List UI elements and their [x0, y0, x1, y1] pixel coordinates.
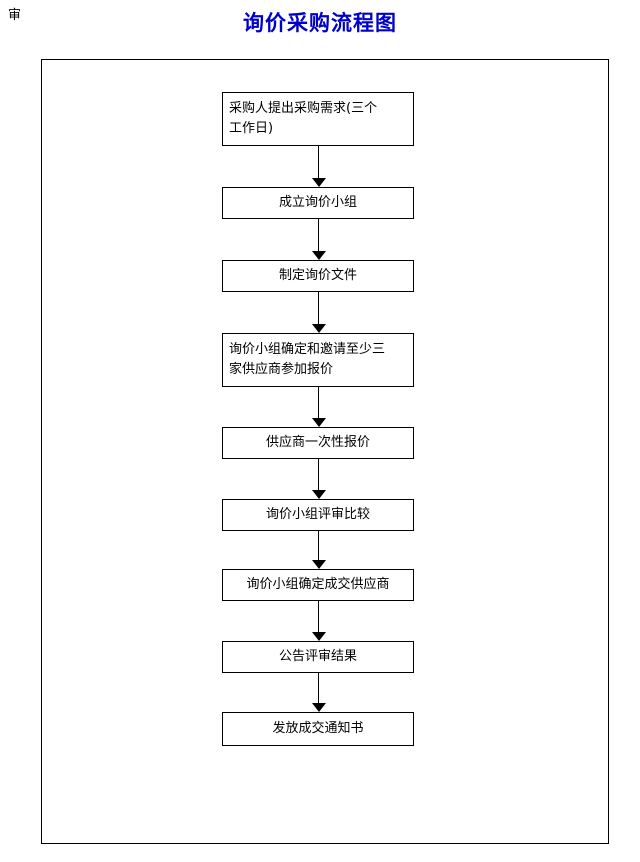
flowchart-arrowhead-icon — [312, 703, 326, 712]
flowchart-node: 采购人提出采购需求(三个工作日) — [222, 92, 414, 146]
flowchart-arrowhead-icon — [312, 324, 326, 333]
flowchart-arrowhead-icon — [312, 490, 326, 499]
flowchart-node-label: 制定询价文件 — [278, 268, 357, 283]
corner-stray-character: 审 — [8, 8, 22, 23]
flowchart-arrowhead-icon — [312, 632, 326, 641]
flowchart-arrowhead-icon — [312, 418, 326, 427]
flowchart-connector-line — [318, 459, 319, 491]
flowchart-node: 公告评审结果 — [222, 641, 414, 673]
flowchart-connector-line — [318, 146, 319, 179]
flowchart-frame: 采购人提出采购需求(三个工作日) 成立询价小组制定询价文件询价小组确定和邀请至少三… — [41, 59, 609, 844]
flowchart-arrowhead-icon — [312, 560, 326, 569]
flowchart-node: 成立询价小组 — [222, 187, 414, 219]
flowchart-node: 发放成交通知书 — [222, 712, 414, 746]
flowchart-arrowhead-icon — [312, 178, 326, 187]
flowchart-node-label: 发放成交通知书 — [272, 721, 364, 736]
flowchart-node: 询价小组确定成交供应商 — [222, 569, 414, 601]
flowchart-node-label: 成立询价小组 — [278, 195, 357, 210]
flowchart-node-label: 供应商一次性报价 — [265, 435, 370, 450]
flowchart-node: 制定询价文件 — [222, 260, 414, 292]
flowchart-connector-line — [318, 673, 319, 704]
flowchart-node: 询价小组评审比较 — [222, 499, 414, 531]
flowchart-node-label: 询价小组确定和邀请至少三家供应商参加报价 — [229, 342, 386, 377]
flowchart-node-label: 询价小组评审比较 — [265, 507, 370, 522]
flowchart-node-label: 采购人提出采购需求(三个工作日) — [229, 101, 378, 136]
flowchart-connector-line — [318, 601, 319, 633]
flowchart-node-label: 询价小组确定成交供应商 — [246, 577, 390, 592]
flowchart-arrowhead-icon — [312, 251, 326, 260]
flowchart-connector-line — [318, 219, 319, 252]
flowchart-connector-line — [318, 387, 319, 419]
page-title: 询价采购流程图 — [243, 11, 397, 35]
flowchart-node-label: 公告评审结果 — [278, 649, 357, 664]
flowchart-connector-line — [318, 531, 319, 561]
flowchart-connector-line — [318, 292, 319, 325]
flowchart-node: 供应商一次性报价 — [222, 427, 414, 459]
flowchart-node: 询价小组确定和邀请至少三家供应商参加报价 — [222, 333, 414, 387]
